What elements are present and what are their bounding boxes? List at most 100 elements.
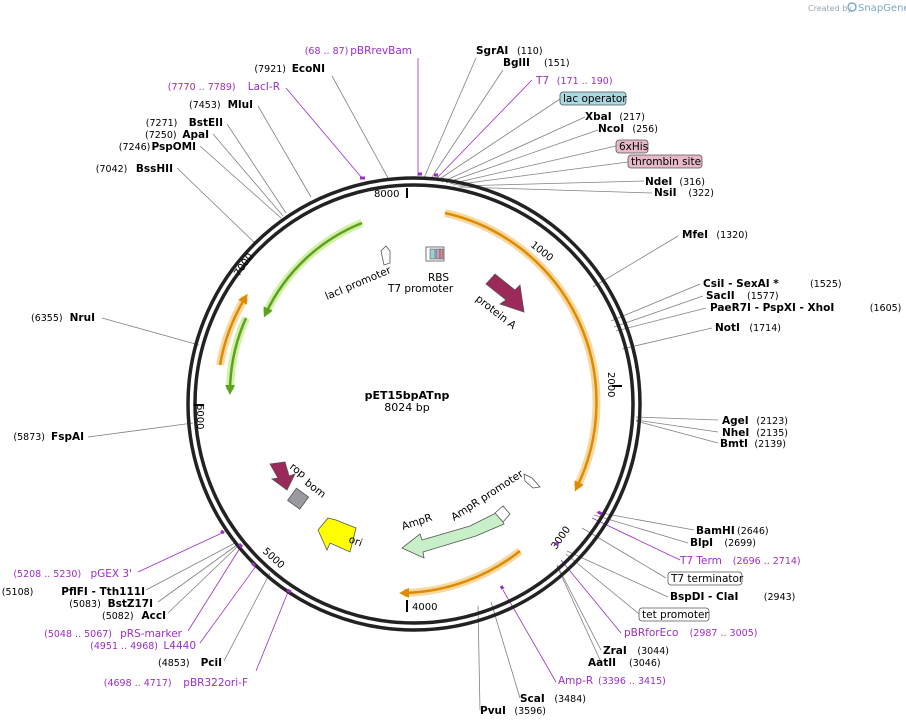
boxed-6xhis-box — [615, 139, 649, 154]
primer-t7-range: (171 .. 190) — [557, 76, 613, 87]
site-noti-name: NotI — [715, 322, 740, 334]
site-bsteii-name: BstEII — [189, 117, 223, 129]
site-mfei-position: (1320) — [716, 230, 748, 241]
site-sacii-position: (1577) — [747, 291, 779, 302]
bom-box — [287, 487, 310, 510]
site-ncoi-position: (256) — [632, 124, 658, 135]
primer-t7-term-name: T7 Term — [679, 555, 722, 567]
site-bglii-position: (151) — [544, 58, 570, 69]
tick-label-8000: 8000 — [374, 189, 399, 200]
site-blpi-name: BlpI — [690, 537, 713, 549]
site-apai-position: (7250) — [145, 130, 177, 141]
site-econi-position: (7921) — [254, 64, 286, 75]
site-bmti-position: (2139) — [754, 439, 786, 450]
site-ndei-position: (316) — [679, 177, 705, 188]
primer-l4440-name: L4440 — [163, 640, 196, 652]
site-agei-name: AgeI — [722, 415, 749, 427]
site-mlui-position: (7453) — [189, 100, 221, 111]
tick-label-5000: 5000 — [260, 546, 286, 571]
site-bamhi-position: (2646) — [737, 526, 769, 537]
boxed-tet-promoter-box — [638, 607, 710, 622]
site-fspai-position: (5873) — [13, 432, 45, 443]
site-sacii-name: SacII — [706, 290, 735, 302]
site-bsteii-position: (7271) — [146, 118, 178, 129]
rbs-t7-promoter-icon — [425, 246, 445, 262]
site-econi-name: EcoNI — [292, 63, 325, 75]
site-pspomi-name: PspOMI — [151, 141, 196, 153]
site-pflfi-tth111i-position: (5108) — [2, 587, 34, 598]
site-bsshii-position: (7042) — [96, 164, 128, 175]
site-scai-position: (3484) — [554, 694, 586, 705]
primer-pbrrevbam-name: pBRrevBam — [350, 45, 412, 57]
site-agei-position: (2123) — [756, 416, 788, 427]
site-bstz17i-position: (5083) — [69, 599, 101, 610]
site-bglii-name: BglII — [503, 57, 530, 69]
plasmid-name: pET15bpATnp — [365, 389, 450, 402]
site-aatii-name: AatII — [588, 657, 616, 669]
site-nhei-position: (2135) — [756, 428, 788, 439]
primer-l4440-range: (4951 .. 4968) — [90, 641, 158, 652]
boxed-thrombin-site-label: thrombin site — [631, 156, 701, 168]
primer-laci-r-range: (7770 .. 7789) — [168, 82, 236, 93]
site-xbai-name: XbaI — [585, 111, 612, 123]
site-sgrai-position: (110) — [517, 46, 543, 57]
site-bsshii-name: BssHII — [136, 163, 173, 175]
site-bamhi-name: BamHI — [696, 525, 735, 537]
site-sgrai-name: SgrAI — [476, 45, 508, 57]
primer-laci-r-name: LacI-R — [248, 81, 280, 93]
primer-pgex-3-name: pGEX 3' — [90, 568, 132, 580]
site-xbai-position: (217) — [619, 112, 645, 123]
site-zrai-name: ZraI — [603, 645, 627, 657]
primer-pbrforeco-name: pBRforEco — [624, 627, 678, 639]
primer-prs-marker-name: pRS-marker — [120, 628, 183, 640]
primer-prs-marker-range: (5048 .. 5067) — [44, 629, 112, 640]
primer-pgex-3-range: (5208 .. 5230) — [13, 569, 81, 580]
site-ncoi-name: NcoI — [598, 123, 624, 135]
site-pcii-position: (4853) — [158, 658, 190, 669]
site-blpi-position: (2699) — [724, 538, 756, 549]
primer-t7-name: T7 — [535, 75, 549, 87]
boxed-lac-operator-box — [559, 91, 627, 106]
credit-brand: SnapGene — [858, 3, 906, 14]
site-acci-position: (5082) — [102, 611, 134, 622]
site-fspai-name: FspAI — [51, 431, 84, 443]
label-ori: ori — [347, 534, 364, 550]
site-paer7i-pspxi-xhoi-name: PaeR7I - PspXI - XhoI — [710, 302, 834, 314]
primer-pbr322ori-f-range: (4698 .. 4717) — [104, 678, 172, 689]
site-nrui-name: NruI — [70, 312, 95, 324]
orf-arcs-green — [225, 219, 364, 395]
ampr-promoter-arrow — [494, 473, 541, 523]
credit-prefix: Created by — [808, 4, 852, 13]
rop-arrow — [269, 461, 296, 491]
snapgene-logo-icon — [847, 2, 857, 12]
site-nsii-position: (322) — [688, 188, 714, 199]
site-apai-name: ApaI — [182, 129, 209, 141]
site-noti-position: (1714) — [749, 323, 781, 334]
boxed-tet-promoter-label: tet promoter — [642, 609, 709, 621]
label-laci-promoter: lacI promoter — [323, 264, 393, 303]
site-pflfi-tth111i-name: PflFI - Tth111I — [61, 586, 145, 598]
site-bstz17i-name: BstZ17I — [108, 598, 153, 610]
site-mfei-name: MfeI — [682, 229, 708, 241]
site-pcii-name: PciI — [201, 657, 222, 669]
ampr-arrow — [401, 511, 505, 559]
plasmid-size: 8024 bp — [384, 401, 429, 414]
primer-t7-term-range: (2696 .. 2714) — [733, 556, 801, 567]
label-ampr-promoter: AmpR promoter — [449, 468, 526, 524]
tick-label-3000: 3000 — [549, 525, 573, 552]
site-csii-sexai-name: CsiI - SexAI * — [703, 278, 779, 290]
label-ampr: AmpR — [400, 512, 434, 533]
site-zrai-position: (3044) — [637, 646, 669, 657]
site-bspdi-clai-position: (2943) — [764, 592, 796, 603]
label-t7-promoter: T7 promoter — [387, 283, 454, 295]
laci-promoter-arrow — [380, 245, 391, 266]
site-pvui-position: (3596) — [514, 706, 546, 717]
label-rbs: RBS — [428, 272, 449, 284]
boxed-t7-terminator-box — [667, 571, 743, 586]
site-nrui-position: (6355) — [31, 313, 63, 324]
site-bmti-name: BmtI — [720, 438, 748, 450]
boxed-6xhis-label: 6xHis — [619, 141, 648, 153]
site-pspomi-position: (7246) — [119, 142, 151, 153]
